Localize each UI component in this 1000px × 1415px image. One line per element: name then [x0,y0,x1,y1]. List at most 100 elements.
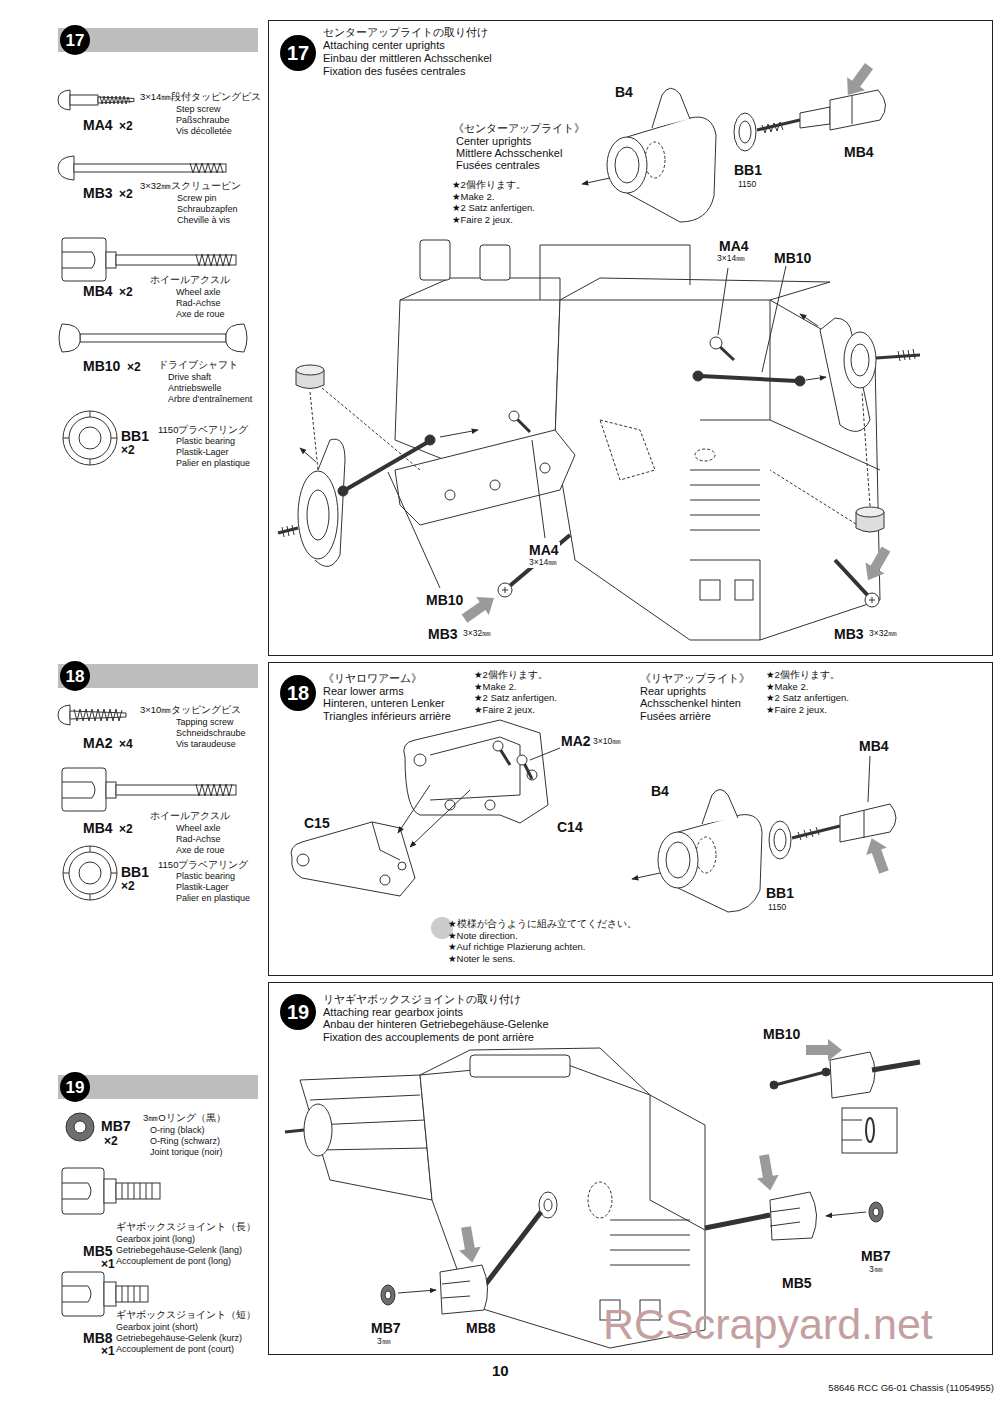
part-description: 3×10㎜タッピングビス [140,705,241,716]
step-heading: 《リヤロワアーム》 [323,672,422,685]
center-upright-assembly [839,60,878,102]
rear-arm-and-upright-assembly [769,821,791,859]
center-upright-assembly [852,96,853,124]
center-upright-assembly [425,435,435,445]
part-description: Paßschraube [176,115,230,125]
part-code: BB1 [733,162,763,178]
section-heading: Fusées centrales [456,159,540,172]
part-description: O-Ring (schwarz) [150,1136,220,1146]
step-heading: Rear lower arms [323,685,404,698]
rear-gearbox-joint-assembly [869,1202,883,1222]
part-size: 3×10㎜ [592,737,622,747]
part-description: Step screw [176,104,221,114]
step-number-text: 18 [287,683,309,703]
rear-gearbox-joint-assembly [822,1068,830,1076]
part-code: BB1 [120,428,150,444]
center-upright-assembly [480,245,510,280]
step-number-text: 17 [66,32,85,49]
part-description: Tapping screw [176,717,234,727]
step-number-text: 17 [287,43,309,63]
part-description: Plastic bearing [176,436,235,446]
rear-gearbox-joint-assembly [770,1081,778,1089]
center-upright-assembly [310,392,318,470]
parts-bag-18 [74,709,122,721]
part-code: MB8 [82,1330,114,1346]
part-description: Getriebegehäuse-Gelenk (kurz) [116,1333,242,1343]
section-heading: 《リヤアップライト》 [640,672,750,685]
step-panel: リヤギヤボックスジョイントの取り付けAttaching rear gearbox… [268,982,993,1355]
rear-arm-and-upright-assembly [380,875,390,885]
rear-arm-and-upright-assembly [798,827,819,840]
center-upright-assembly [806,377,826,380]
parts-bag-17 [62,238,106,281]
center-upright-assembly [532,440,545,538]
part-code: MA4 [718,238,750,254]
center-upright-assembly [695,449,715,461]
center-upright-assembly [555,300,880,640]
center-upright-assembly [440,430,478,437]
step-heading: Attaching center uprights [323,39,445,52]
center-upright-assembly [795,376,805,386]
center-upright-assembly [582,178,610,184]
step-number: 18 [280,675,316,711]
part-code: MB7 [860,1248,892,1264]
part-description: Wheel axle [176,287,221,297]
parts-bag-17 [58,90,70,110]
center-upright-assembly [710,337,722,349]
center-upright-assembly [844,332,876,388]
parts-bag-19 [62,1272,104,1316]
part-code: BB1 [120,864,150,880]
step-number-text: 19 [66,1079,85,1096]
step-number-text: 18 [66,668,85,685]
parts-bag-17 [58,156,74,180]
assembly-note: ★Make 2. [474,682,516,693]
rear-gearbox-joint-assembly [544,1199,552,1211]
parts-bag-18 [62,782,95,798]
center-upright-assembly [700,300,880,470]
rear-gearbox-joint-assembly [304,1104,332,1156]
catalog-code: 58646 RCC G6-01 Chassis (11054955) [828,1383,994,1394]
center-upright-assembly [898,349,915,361]
step-heading: センターアップライトの取り付け [323,26,488,39]
assembly-note: ★Make 2. [766,682,808,693]
center-upright-assembly [345,442,428,490]
part-code: MB4 [82,283,114,299]
part-code: MB3 [427,626,459,642]
center-upright-assembly [516,418,530,432]
part-description: Screw pin [177,193,217,203]
center-upright-assembly [420,240,450,280]
part-description: Rad-Achse [176,298,221,308]
rear-gearbox-joint-assembly [470,1055,570,1077]
step-heading: Fixation des accouplements de pont arriè… [323,1031,534,1044]
quantity: ×2 [119,823,133,837]
quantity: ×4 [119,738,133,752]
rear-gearbox-joint-assembly [300,1075,432,1200]
step-heading: Attaching rear gearbox joints [323,1006,463,1019]
center-upright-assembly [458,589,500,628]
center-upright-assembly [693,371,703,381]
part-size: 3㎜ [376,1337,392,1347]
rear-arm-and-upright-assembly [291,822,415,896]
parts-bag-19 [122,1286,140,1302]
part-description: ギヤボックスジョイント（短） [116,1310,256,1321]
part-code: BB1 [765,885,795,901]
quantity: ×2 [127,361,141,375]
assembly-note: ★Faire 2 jeux. [452,215,513,226]
part-code: C14 [556,819,584,835]
part-description: Schraubzapfen [177,204,238,214]
part-description: ホイールアクスル [150,811,230,822]
center-upright-assembly [652,88,690,128]
step-heading: Anbau der hinteren Getriebegehäuse-Gelen… [323,1018,549,1031]
section-heading: Center uprights [456,135,531,148]
rear-gearbox-joint-assembly [872,1062,920,1070]
quantity: ×2 [121,880,135,894]
center-upright-assembly [718,268,728,335]
part-description: Palier en plastique [176,458,250,468]
assembly-note: ★Note direction. [448,931,518,942]
part-description: Rad-Achse [176,834,221,844]
rear-arm-and-upright-assembly [493,741,503,751]
section-heading: Mittlere Achsschenkel [456,147,562,160]
part-code: MB10 [762,1026,801,1042]
parts-bag-17 [100,96,130,104]
part-code: MB3 [833,626,865,642]
